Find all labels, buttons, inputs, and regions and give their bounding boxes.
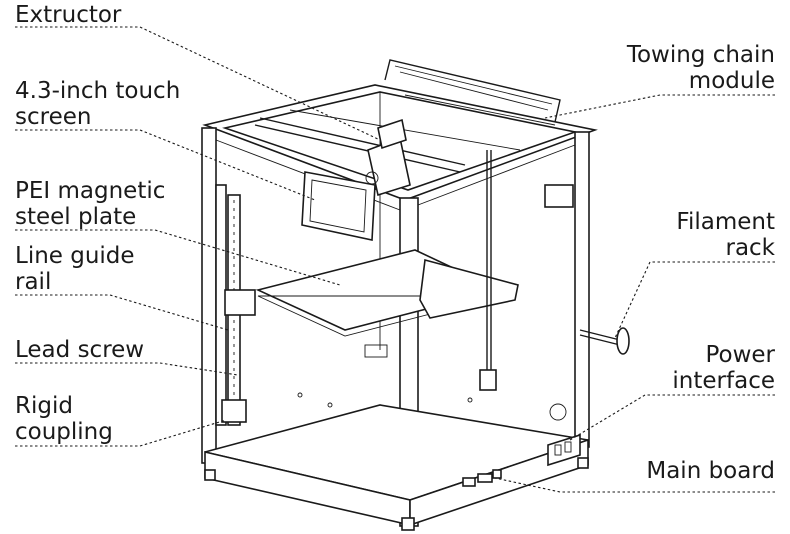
label-filament-line2: rack [725,235,775,261]
label-rigid-line1: Rigid [15,393,73,419]
label-power-line2: interface [672,368,775,394]
main-board-ports-icon [462,469,502,487]
motor-icon [544,184,574,208]
label-power-line1: Power [705,342,775,368]
label-filament-line1: Filament [676,209,775,235]
right-lead-screw-icon [479,150,497,391]
leader-lead-screw [15,362,239,376]
leader-extructor [15,26,381,141]
towing-chain-icon [384,59,561,126]
extruder-icon [365,118,411,197]
label-line-guide-line2: rail [15,269,52,295]
leader-line-guide [15,294,229,331]
leader-touch-screen [15,129,316,201]
left-rail-icon [215,184,256,426]
label-touch-screen-line1: 4.3-inch touch [15,78,181,104]
label-extructor: Extructor [15,2,122,28]
gantry-rails [254,109,521,173]
leader-main-board [494,477,775,493]
label-main-board: Main board [646,458,775,484]
label-towing-line2: module [688,68,775,94]
label-towing-line1: Towing chain [626,42,775,68]
filament-rack-icon [579,327,630,355]
power-interface-icon [547,433,581,467]
leader-pei-plate [15,229,341,286]
chamber-floor-details [297,344,567,421]
label-lead-screw: Lead screw [15,337,145,363]
leader-towing-chain [544,94,775,119]
label-touch-screen-line2: screen [15,104,92,130]
leader-lines [15,26,775,493]
label-pei-line1: PEI magnetic [15,178,166,204]
leader-rigid-coupling [15,419,227,447]
leader-filament-rack [614,261,775,339]
label-pei-line2: steel plate [15,204,137,230]
touch-screen-icon [301,171,376,241]
build-plate-icon [255,249,519,337]
label-line-guide-line1: Line guide [15,243,135,269]
label-rigid-line2: coupling [15,419,113,445]
leader-power-interface [569,394,775,441]
